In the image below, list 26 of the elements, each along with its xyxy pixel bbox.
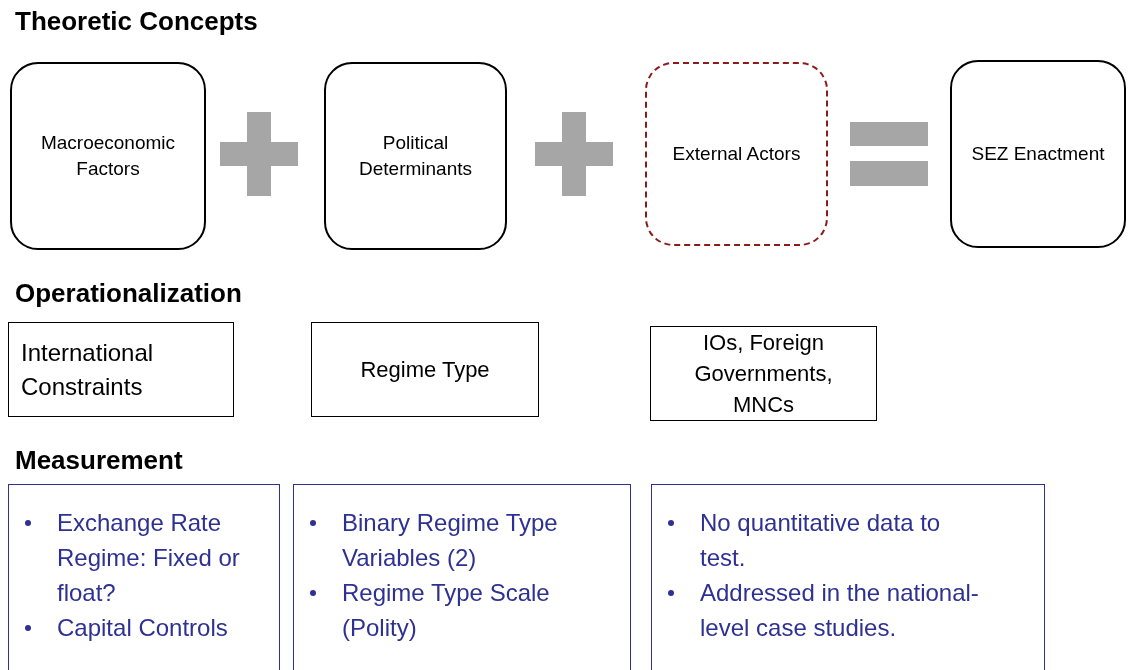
bullet-text: No quantitative data to test. xyxy=(700,508,942,573)
concept-box xyxy=(10,62,206,250)
box-text: Political Determinants xyxy=(358,131,473,181)
bullet-text: Exchange Rate Regime: Fixed or float? xyxy=(57,508,241,608)
measurement-box xyxy=(8,484,280,670)
box-text: International Constraints xyxy=(21,337,155,402)
box-text: Regime Type xyxy=(360,356,490,384)
measurement-box xyxy=(293,484,631,670)
box-text: IOs, Foreign Governments, MNCs xyxy=(693,329,834,419)
operationalization-box xyxy=(8,322,234,417)
bullet-text: Binary Regime Type Variables (2) xyxy=(342,508,559,573)
box-text: Macroeconomic Factors xyxy=(39,131,177,181)
concept-box xyxy=(645,62,828,246)
operationalization-box xyxy=(650,326,877,421)
box-text: SEZ Enactment xyxy=(971,142,1105,166)
section-heading: Measurement xyxy=(15,444,183,477)
bullet-text: Capital Controls xyxy=(57,613,228,643)
section-heading: Theoretic Concepts xyxy=(15,5,258,38)
box-text: External Actors xyxy=(672,142,801,166)
measurement-box xyxy=(651,484,1045,670)
concept-box xyxy=(324,62,507,250)
bullet-text: Addressed in the national-level case studies. xyxy=(700,578,980,643)
bullet-text: Regime Type Scale (Polity) xyxy=(342,578,551,643)
section-heading: Operationalization xyxy=(15,277,242,310)
operationalization-box xyxy=(311,322,539,417)
concept-box xyxy=(950,60,1126,248)
